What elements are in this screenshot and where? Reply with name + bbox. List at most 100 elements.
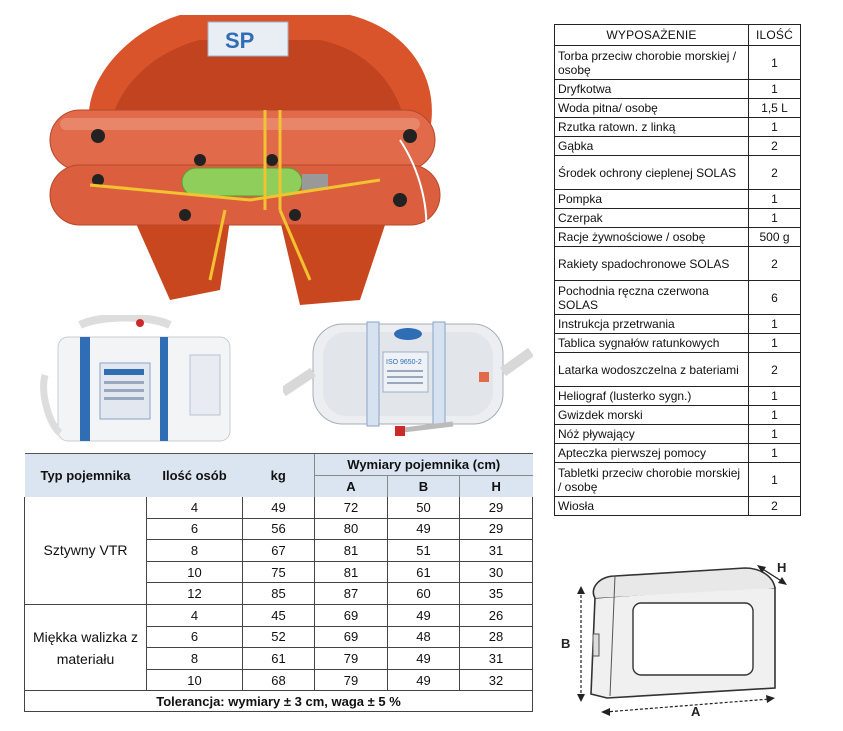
- equipment-item: Gwizdek morski: [554, 405, 749, 425]
- cell-dim-h: 28: [459, 626, 533, 649]
- equipment-item: Woda pitna/ osobę: [554, 98, 749, 118]
- cell-dim-h: 29: [459, 497, 533, 519]
- equipment-qty: 1: [748, 208, 801, 228]
- diagram-label-a: A: [691, 704, 701, 718]
- header-dimensions: Wymiary pojemnika (cm): [314, 453, 533, 476]
- header-container-type: Typ pojemnika: [24, 453, 147, 497]
- liferaft-photo: SP: [49, 15, 441, 305]
- tolerance-note: Tolerancja: wymiary ± 3 cm, waga ± 5 %: [24, 690, 533, 713]
- equipment-qty: 6: [748, 280, 801, 315]
- cell-persons: 10: [146, 669, 243, 692]
- equipment-item: Wiosła: [554, 496, 749, 516]
- cell-dim-a: 69: [314, 626, 388, 649]
- equipment-qty: 1: [748, 314, 801, 334]
- group-name-soft: Miękka walizka z materiału: [24, 604, 147, 692]
- equipment-qty: 1: [748, 189, 801, 209]
- cell-dim-b: 50: [387, 497, 460, 519]
- rigid-case-label: ISO 9650-2: [386, 359, 422, 366]
- equipment-header-qty: ILOŚĆ: [748, 24, 801, 46]
- cell-persons: 4: [146, 497, 243, 519]
- equipment-item: Heliograf (lusterko sygn.): [554, 386, 749, 406]
- cell-dim-h: 31: [459, 647, 533, 670]
- equipment-item: Pompka: [554, 189, 749, 209]
- equipment-item: Latarka wodoszczelna z bateriami: [554, 352, 749, 387]
- cell-kg: 56: [242, 518, 315, 541]
- cell-kg: 67: [242, 539, 315, 562]
- equipment-qty: 1: [748, 79, 801, 99]
- table-row: Heliograf (lusterko sygn.)1: [554, 386, 801, 406]
- table-row: 6 52 69 48 28: [25, 626, 533, 649]
- tolerance-row: Tolerancja: wymiary ± 3 cm, waga ± 5 %: [24, 690, 533, 713]
- equipment-qty: 2: [748, 352, 801, 387]
- cell-dim-b: 49: [387, 669, 460, 692]
- table-row: 6 56 80 49 29: [25, 518, 533, 541]
- equipment-item: Rzutka ratown. z linką: [554, 117, 749, 137]
- equipment-item: Gąbka: [554, 136, 749, 156]
- table-row: 10 68 79 49 32: [25, 669, 533, 692]
- cell-dim-h: 30: [459, 561, 533, 584]
- cell-dim-a: 87: [314, 582, 388, 605]
- container-subheader-row: A B H: [25, 475, 533, 497]
- header-persons: Ilość osób: [146, 453, 243, 497]
- raft-canopy-label: SP: [225, 28, 254, 53]
- cell-kg: 49: [242, 497, 315, 519]
- table-row: 8 61 79 49 31: [25, 647, 533, 670]
- table-row: Miękka walizka z materiału 4 45 69 49 26: [24, 604, 533, 692]
- cell-dim-a: 81: [314, 539, 388, 562]
- cell-kg: 45: [242, 604, 315, 627]
- cell-persons: 4: [146, 604, 243, 627]
- cell-persons: 6: [146, 626, 243, 649]
- cell-kg: 61: [242, 647, 315, 670]
- equipment-qty: 1: [748, 45, 801, 80]
- equipment-qty: 1: [748, 424, 801, 444]
- equipment-item: Tabletki przeciw chorobie morskiej / oso…: [554, 462, 749, 497]
- equipment-qty: 1: [748, 405, 801, 425]
- table-row: Tabletki przeciw chorobie morskiej / oso…: [554, 462, 801, 497]
- equipment-qty: 1: [748, 386, 801, 406]
- cell-kg: 68: [242, 669, 315, 692]
- group-name-rigid: Sztywny VTR: [24, 497, 147, 605]
- equipment-item: Tablica sygnałów ratunkowych: [554, 333, 749, 353]
- cell-dim-h: 35: [459, 582, 533, 605]
- cell-dim-h: 29: [459, 518, 533, 541]
- cell-dim-a: 79: [314, 647, 388, 670]
- cell-kg: 75: [242, 561, 315, 584]
- cell-persons: 8: [146, 647, 243, 670]
- cell-dim-a: 81: [314, 561, 388, 584]
- diagram-label-b: B: [561, 636, 570, 651]
- equipment-item: Pochodnia ręczna czerwona SOLAS: [554, 280, 749, 315]
- equipment-item: Instrukcja przetrwania: [554, 314, 749, 334]
- cell-dim-b: 51: [387, 539, 460, 562]
- equipment-table: WYPOSAŻENIE ILOŚĆ Torba przeciw chorobie…: [554, 24, 801, 516]
- cell-dim-b: 61: [387, 561, 460, 584]
- cell-dim-a: 72: [314, 497, 388, 519]
- cell-dim-a: 80: [314, 518, 388, 541]
- cell-dim-a: 69: [314, 604, 388, 627]
- container-header-row: Typ pojemnika Ilość osób kg Wymiary poje…: [24, 453, 533, 497]
- cell-kg: 85: [242, 582, 315, 605]
- soft-valise-photo: [40, 315, 231, 442]
- equipment-item: Apteczka pierwszej pomocy: [554, 443, 749, 463]
- cell-persons: 10: [146, 561, 243, 584]
- cell-persons: 6: [146, 518, 243, 541]
- equipment-item: Dryfkotwa: [554, 79, 749, 99]
- equipment-qty: 2: [748, 136, 801, 156]
- rigid-container-photo: ISO 9650-2: [283, 321, 533, 436]
- header-dim-b: B: [387, 475, 460, 497]
- table-row: 12 85 87 60 35: [25, 582, 533, 605]
- equipment-header-item: WYPOSAŻENIE: [554, 24, 749, 46]
- table-row: 10 75 81 61 30: [25, 561, 533, 584]
- equipment-item: Nóż pływający: [554, 424, 749, 444]
- equipment-qty: 2: [748, 155, 801, 190]
- equipment-qty: 500 g: [748, 227, 801, 247]
